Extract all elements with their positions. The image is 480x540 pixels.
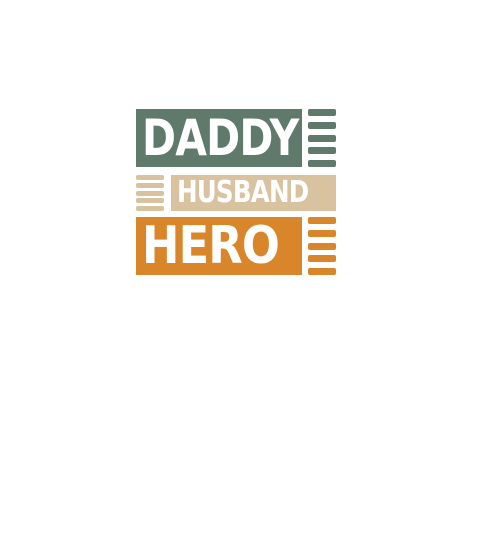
hero-stripe-decoration	[308, 217, 336, 275]
husband-label: HUSBAND	[171, 175, 336, 211]
daddy-label: DADDY	[136, 109, 302, 167]
hero-label: HERO	[136, 217, 302, 275]
husband-stripe-decoration	[136, 175, 164, 211]
daddy-stripe-decoration	[308, 109, 336, 167]
